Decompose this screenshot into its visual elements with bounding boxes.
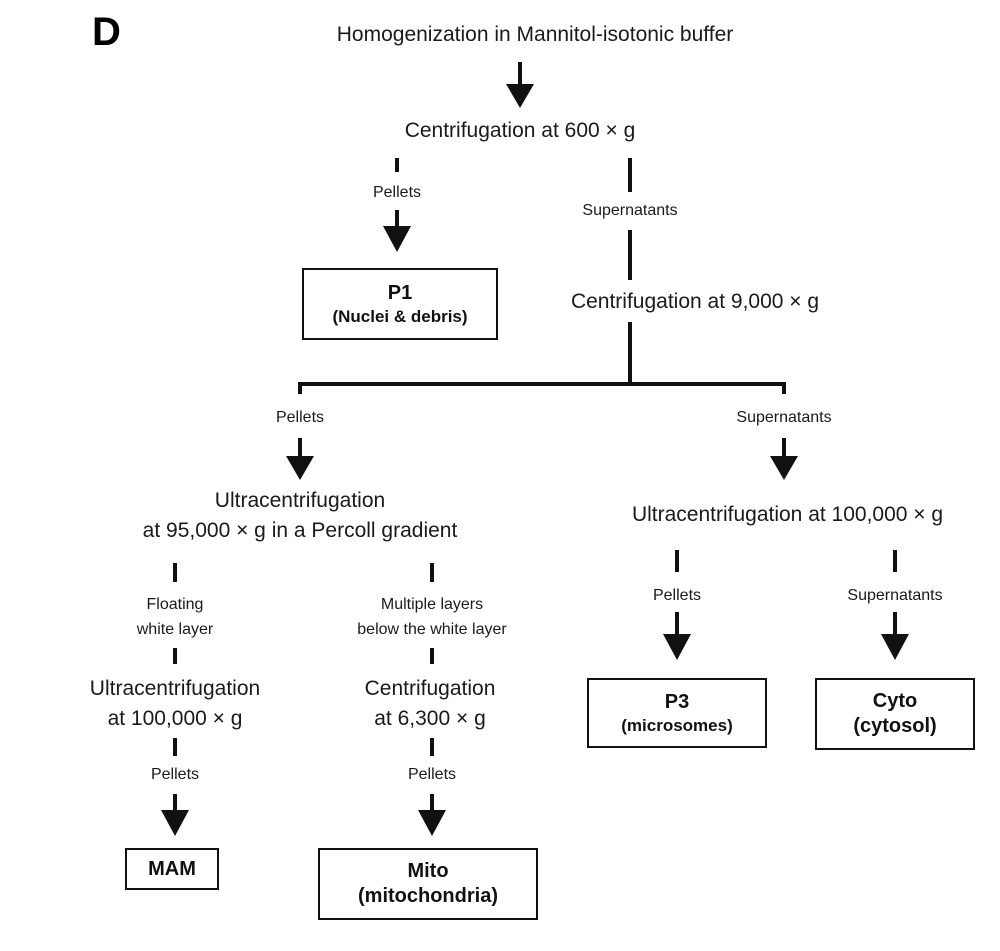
box-mito: Mito (mitochondria) [318,848,538,920]
box-p1-subtitle: (Nuclei & debris) [332,306,468,326]
label-pellets-4: Pellets [150,766,200,783]
label-floating-white-line1: Floating [146,596,204,613]
box-cyto-title: Cyto [872,690,918,712]
box-mito-subtitle: (mitochondria) [358,885,498,907]
box-p3-title: P3 [664,690,690,713]
arrowhead-mito [418,810,446,836]
box-mito-title: Mito [407,860,449,882]
arrowhead-top [506,84,534,108]
step-ultra-100000-right: Ultracentrifugation at 100,000 × g [631,503,944,526]
step-ultra-100000-left-line2: at 100,000 × g [107,707,243,730]
label-pellets-1: Pellets [372,184,422,201]
label-pellets-3: Pellets [652,587,702,604]
step-centrifugation-600: Centrifugation at 600 × g [404,119,636,142]
box-p3-subtitle: (microsomes) [621,715,733,735]
arrowhead-cyto [881,634,909,660]
step-ultra-95000-line1: Ultracentrifugation [214,489,386,512]
step-homogenization: Homogenization in Mannitol-isotonic buff… [336,23,734,46]
label-floating-white-line2: white layer [136,621,214,638]
arrowhead-p1 [383,226,411,252]
label-multiple-layers-line2: below the white layer [357,621,507,638]
label-supernatants-3: Supernatants [847,587,943,604]
box-cyto-subtitle: (cytosol) [853,715,937,737]
label-supernatants-1: Supernatants [582,202,678,219]
step-ultra-100000-left-line1: Ultracentrifugation [89,677,261,700]
panel-label: D [92,10,121,54]
box-p3: P3 (microsomes) [587,678,767,748]
step-centrifugation-9000: Centrifugation at 9,000 × g [570,290,820,313]
step-centrifugation-6300-line2: at 6,300 × g [374,707,486,730]
box-mam: MAM [125,848,219,890]
arrowhead-mam [161,810,189,836]
box-cyto: Cyto (cytosol) [815,678,975,750]
label-pellets-2: Pellets [275,409,325,426]
label-pellets-5: Pellets [407,766,457,783]
arrowhead-p3 [663,634,691,660]
box-p1-title: P1 [387,281,413,304]
label-multiple-layers-line1: Multiple layers [380,596,484,613]
arrowhead-sup2 [770,456,798,480]
box-p1: P1 (Nuclei & debris) [302,268,498,340]
box-mam-title: MAM [148,857,196,880]
arrowhead-pellets2 [286,456,314,480]
step-centrifugation-6300-line1: Centrifugation [364,677,496,700]
label-supernatants-2: Supernatants [736,409,832,426]
step-ultra-95000-line2: at 95,000 × g in a Percoll gradient [142,519,458,542]
